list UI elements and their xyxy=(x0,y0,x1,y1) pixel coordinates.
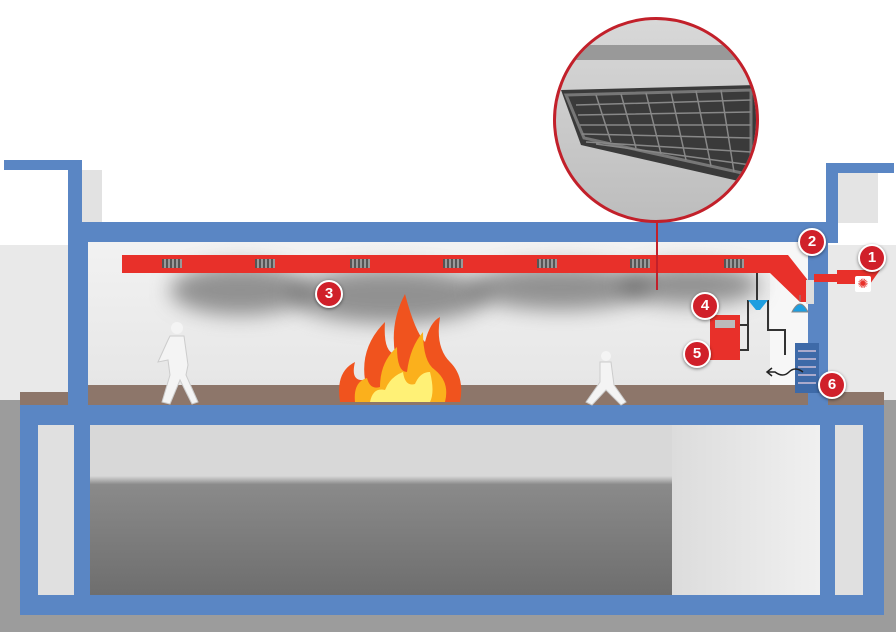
duct-grille xyxy=(162,259,182,268)
duct-grille xyxy=(537,259,557,268)
fire-illustration xyxy=(339,294,462,402)
left-parapet-wall xyxy=(68,160,82,240)
lower-side-wall xyxy=(672,425,820,595)
airflow-arrow-icon xyxy=(765,367,804,377)
callout-line xyxy=(656,210,658,290)
roof-slab xyxy=(68,222,838,242)
person-walking xyxy=(585,351,627,406)
duct-grille xyxy=(630,259,650,268)
control-devices xyxy=(710,273,809,360)
right-parapet xyxy=(826,163,894,173)
duct-grille xyxy=(255,259,275,268)
grille-detail-image xyxy=(556,45,756,185)
lower-shaft-left xyxy=(38,425,74,595)
duct-grille xyxy=(724,259,744,268)
marker-1: 1 xyxy=(858,244,886,272)
fan-icon: ✺ xyxy=(855,276,871,292)
smoke xyxy=(170,265,310,315)
marker-2: 2 xyxy=(798,228,826,256)
duct-grille xyxy=(443,259,463,268)
marker-4: 4 xyxy=(691,292,719,320)
air-inlet-louvre xyxy=(795,343,819,393)
lower-shaft-right xyxy=(835,425,863,595)
marker-6: 6 xyxy=(818,371,846,399)
marker-5: 5 xyxy=(683,340,711,368)
left-wall xyxy=(68,240,88,410)
parapet-inner xyxy=(838,173,878,223)
marker-3: 3 xyxy=(315,280,343,308)
detail-magnifier xyxy=(553,17,759,223)
parapet-inner xyxy=(82,170,102,222)
person-walking xyxy=(157,322,199,405)
duct-grille xyxy=(350,259,370,268)
terrace-floor xyxy=(20,392,68,406)
terrace-floor xyxy=(828,392,884,406)
left-parapet xyxy=(4,160,82,170)
